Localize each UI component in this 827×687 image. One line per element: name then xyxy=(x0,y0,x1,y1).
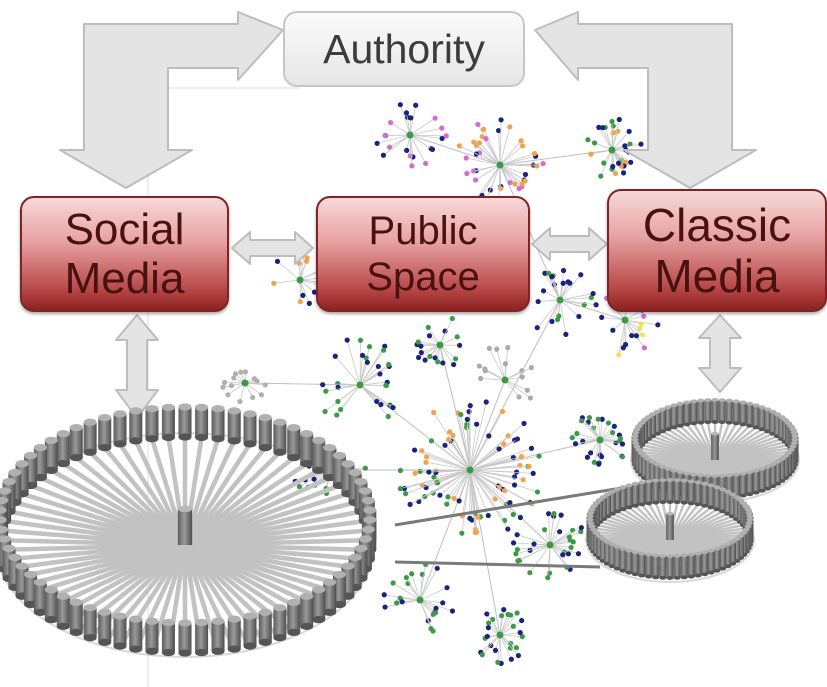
classic-media-box: Classic Media xyxy=(607,189,827,312)
social-media-label-line2: Media xyxy=(64,254,185,303)
classic-media-label-line2: Media xyxy=(654,249,780,302)
arrow-public-classic xyxy=(531,227,608,261)
social-media-box: Social Media xyxy=(20,196,229,312)
public-space-box: Public Space xyxy=(316,196,530,312)
arrow-social-public xyxy=(231,231,314,265)
authority-label: Authority xyxy=(323,25,485,72)
arrow-classic-network xyxy=(698,314,742,393)
authority-box: Authority xyxy=(283,11,525,87)
arrow-authority-to-classic xyxy=(534,11,757,189)
wheel-connectors xyxy=(394,483,641,569)
public-space-label-line1: Public xyxy=(368,209,478,253)
social-media-wheel xyxy=(0,403,377,658)
classic-media-wheel-bottom xyxy=(585,478,755,583)
classic-media-label-line1: Classic xyxy=(642,198,792,251)
arrow-authority-to-social xyxy=(59,11,284,189)
social-media-label-line1: Social xyxy=(64,205,185,254)
arrow-social-network xyxy=(115,314,159,419)
public-space-label-line2: Space xyxy=(366,255,480,299)
network-graph xyxy=(220,102,661,666)
